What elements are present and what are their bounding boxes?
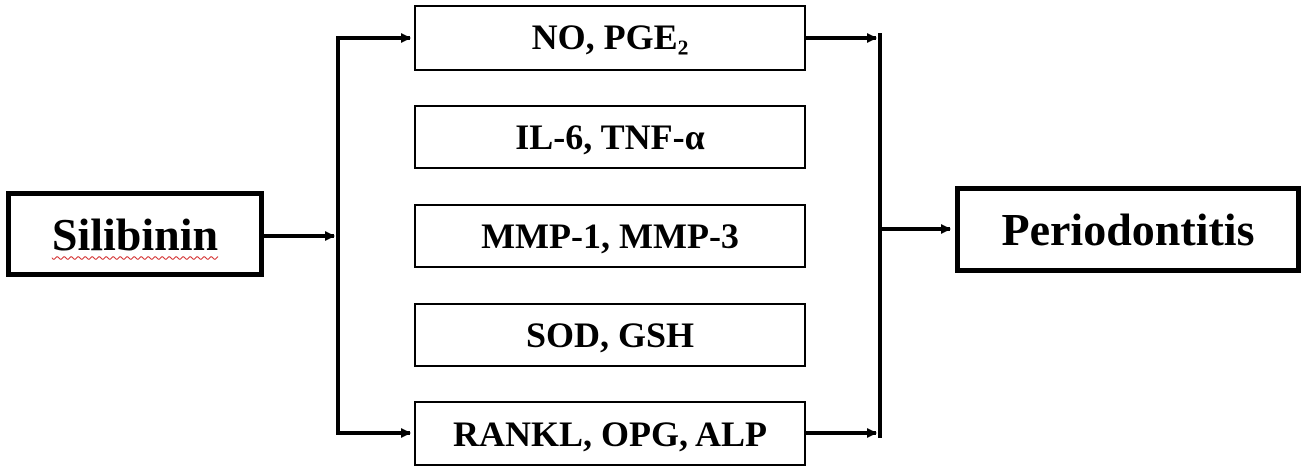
marker-label: IL-6, TNF-α: [515, 117, 705, 157]
marker-label: RANKL, OPG, ALP: [452, 413, 767, 454]
marker-box-mmp: MMP-1, MMP-3: [414, 204, 806, 268]
marker-box-no-pge2: NO, PGE2: [414, 5, 806, 71]
marker-box-rankl-opg-alp: RANKL, OPG, ALP: [414, 401, 806, 466]
marker-box-il6-tnfa: IL-6, TNF-α: [414, 105, 806, 169]
periodontitis-label: Periodontitis: [1001, 204, 1255, 255]
marker-label: NO, PGE2: [531, 16, 689, 60]
marker-box-sod-gsh: SOD, GSH: [414, 303, 806, 367]
silibinin-label: Silibinin: [51, 208, 219, 260]
marker-subscript: 2: [677, 35, 689, 60]
marker-label: SOD, GSH: [525, 315, 695, 355]
periodontitis-box: Periodontitis: [955, 186, 1301, 273]
marker-label: MMP-1, MMP-3: [481, 216, 739, 256]
silibinin-box: Silibinin: [6, 191, 264, 277]
